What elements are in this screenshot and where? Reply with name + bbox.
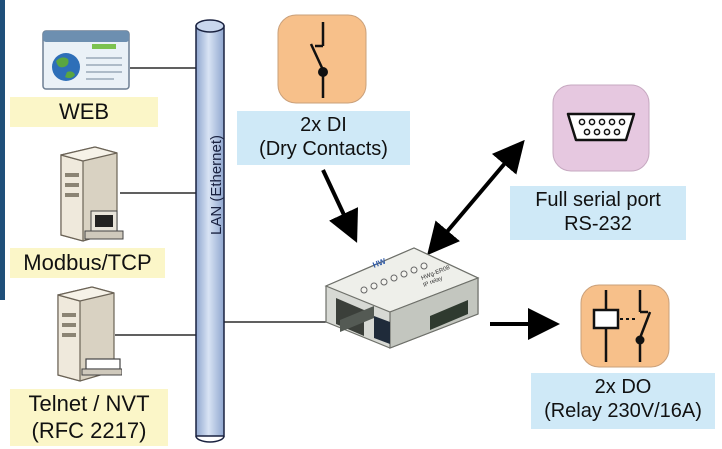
di-label: 2x DI (Dry Contacts) <box>237 111 410 165</box>
do-label-line2: (Relay 230V/16A) <box>544 400 702 422</box>
browser-window-icon <box>42 30 130 90</box>
di-label-line1: 2x DI <box>300 114 347 136</box>
lan-label: LAN (Ethernet) <box>207 134 225 236</box>
web-label: WEB <box>10 97 158 127</box>
telnet-label: Telnet / NVT (RFC 2217) <box>10 389 168 446</box>
di-arrow <box>321 169 359 243</box>
telnet-label-line1: Telnet / NVT <box>28 391 150 416</box>
relay-coil-icon <box>580 284 670 368</box>
serial-label-line2: RS-232 <box>564 213 632 235</box>
serial-label: Full serial port RS-232 <box>510 186 686 240</box>
serial-label-line1: Full serial port <box>535 189 661 211</box>
lan-pipe <box>195 19 225 443</box>
telnet-label-line2: (RFC 2217) <box>31 418 147 443</box>
left-accent-bar <box>0 0 5 300</box>
do-label: 2x DO (Relay 230V/16A) <box>531 373 715 429</box>
modbus-label: Modbus/TCP <box>10 248 165 278</box>
db9-connector-icon <box>552 84 650 172</box>
device-relay-box: HW HWg-ER08 IP relay <box>324 247 480 349</box>
server-tower-icon <box>60 146 124 242</box>
do-label-line1: 2x DO <box>594 376 652 398</box>
serial-arrow <box>427 139 525 256</box>
di-label-line2: (Dry Contacts) <box>259 138 388 160</box>
server-tower-icon-telnet <box>57 286 122 382</box>
switch-contact-icon <box>277 14 367 104</box>
